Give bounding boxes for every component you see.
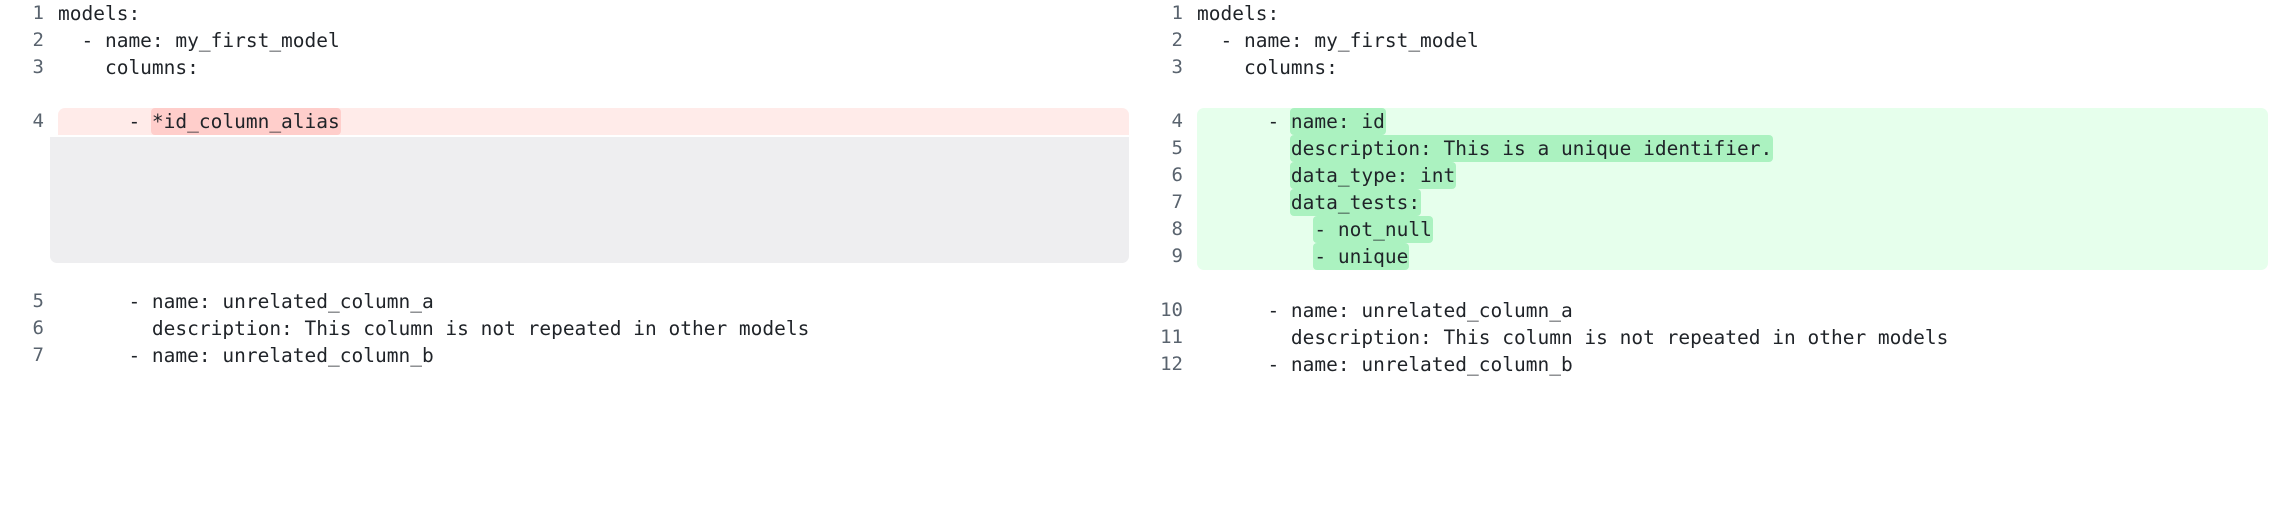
line-indent <box>1197 164 1291 187</box>
line-code: - name: unrelated_column_a <box>1197 299 1573 322</box>
line-code: - name: unrelated_column_b <box>1197 353 1573 376</box>
diff-line-context[interactable]: 6 description: This column is not repeat… <box>8 315 1139 342</box>
diff-line-context[interactable]: 12 - name: unrelated_column_b <box>1147 351 2278 378</box>
line-code: description: This column is not repeated… <box>1197 326 1949 349</box>
diff-line-context[interactable]: 7 - name: unrelated_column_b <box>8 342 1139 369</box>
line-number: 2 <box>32 29 44 51</box>
line-number: 11 <box>1160 326 1183 348</box>
diff-line-context[interactable]: 1 models: <box>1147 0 2278 27</box>
line-code: description: This column is not repeated… <box>58 317 810 340</box>
added-token: - unique <box>1313 243 1410 270</box>
line-code: - unique <box>1197 243 2278 270</box>
line-indent <box>1197 218 1314 241</box>
added-token: data_tests: <box>1289 189 1422 216</box>
line-number: 7 <box>32 344 44 366</box>
line-code: - *id_column_alias <box>58 108 1139 135</box>
diff-line-context[interactable]: 11 description: This column is not repea… <box>1147 324 2278 351</box>
line-number: 3 <box>1171 56 1183 78</box>
line-code: - name: unrelated_column_b <box>58 344 434 367</box>
diff-line-added[interactable]: 4 - name: id <box>1147 108 2278 135</box>
line-indent <box>1197 137 1291 160</box>
diff-line-context[interactable]: 2 - name: my_first_model <box>1147 27 2278 54</box>
line-number: 9 <box>1171 245 1183 267</box>
line-number: 10 <box>1160 299 1183 321</box>
line-number: 4 <box>1171 110 1183 132</box>
line-indent <box>1197 245 1314 268</box>
diff-line-context[interactable]: 5 - name: unrelated_column_a <box>8 288 1139 315</box>
line-number: 6 <box>32 317 44 339</box>
line-number: 4 <box>32 110 44 132</box>
line-code: - name: id <box>1197 108 2278 135</box>
block-gap <box>1147 81 2278 108</box>
diff-line-context[interactable]: 3 columns: <box>8 54 1139 81</box>
line-number: 12 <box>1160 353 1183 375</box>
diff-pane-before: 1 models: 2 - name: my_first_model 3 col… <box>8 0 1139 369</box>
line-code: - name: unrelated_column_a <box>58 290 434 313</box>
deleted-token: *id_column_alias <box>150 108 341 135</box>
diff-line-added[interactable]: 8 - not_null <box>1147 216 2278 243</box>
line-code: columns: <box>1197 56 1338 79</box>
added-token: name: id <box>1289 108 1386 135</box>
line-indent: - <box>58 110 152 133</box>
diff-pane-after: 1 models: 2 - name: my_first_model 3 col… <box>1139 0 2278 528</box>
line-code: data_type: int <box>1197 162 2278 189</box>
line-number: 1 <box>32 2 44 24</box>
line-code: models: <box>1197 2 1280 25</box>
line-code: - name: my_first_model <box>58 29 340 52</box>
line-indent <box>1197 191 1291 214</box>
added-token: - not_null <box>1313 216 1433 243</box>
diff-line-deleted[interactable]: 4 - *id_column_alias <box>8 108 1139 135</box>
line-number: 1 <box>1171 2 1183 24</box>
added-token: description: This is a unique identifier… <box>1289 135 1774 162</box>
diff-line-context[interactable]: 2 - name: my_first_model <box>8 27 1139 54</box>
line-code: description: This is a unique identifier… <box>1197 135 2278 162</box>
line-code: models: <box>58 2 141 25</box>
line-number: 5 <box>1171 137 1183 159</box>
line-number: 2 <box>1171 29 1183 51</box>
block-gap <box>1147 270 2278 297</box>
diff-line-added[interactable]: 7 data_tests: <box>1147 189 2278 216</box>
diff-line-context[interactable]: 10 - name: unrelated_column_a <box>1147 297 2278 324</box>
line-number: 3 <box>32 56 44 78</box>
diff-line-context[interactable]: 1 models: <box>8 0 1139 27</box>
line-indent: - <box>1197 110 1291 133</box>
line-number: 6 <box>1171 164 1183 186</box>
line-number: 5 <box>32 290 44 312</box>
line-number: 8 <box>1171 218 1183 240</box>
diff-line-added[interactable]: 6 data_type: int <box>1147 162 2278 189</box>
diff-line-context[interactable]: 3 columns: <box>1147 54 2278 81</box>
line-code: data_tests: <box>1197 189 2278 216</box>
line-code: - not_null <box>1197 216 2278 243</box>
line-number: 7 <box>1171 191 1183 213</box>
added-token: data_type: int <box>1289 162 1457 189</box>
line-code: - name: my_first_model <box>1197 29 1479 52</box>
diff-line-added[interactable]: 5 description: This is a unique identifi… <box>1147 135 2278 162</box>
diff-line-added[interactable]: 9 - unique <box>1147 243 2278 270</box>
block-gap <box>8 81 1139 108</box>
line-code: columns: <box>58 56 199 79</box>
diff-filler-block <box>50 137 1129 263</box>
